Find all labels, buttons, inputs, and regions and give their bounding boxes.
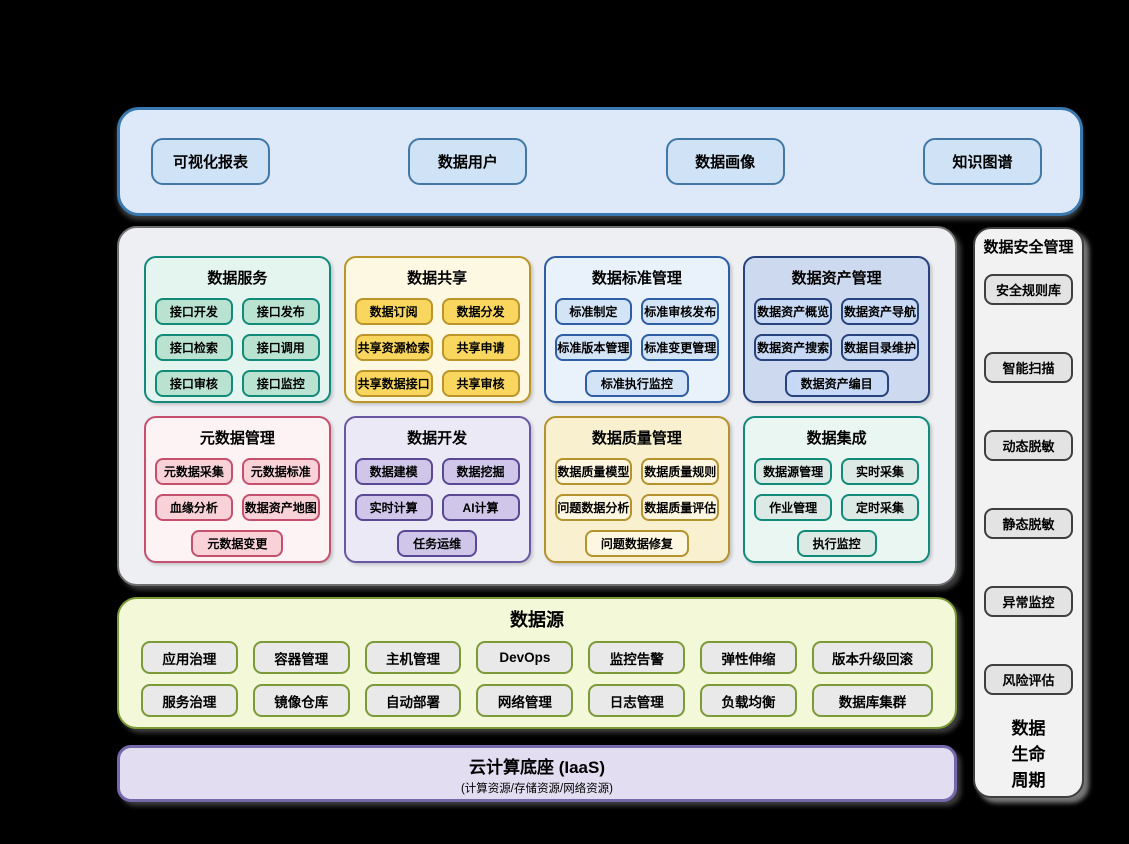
- datasource-button[interactable]: 网络管理: [476, 684, 574, 717]
- datasource-button[interactable]: 应用治理: [141, 641, 238, 674]
- datasource-button[interactable]: 自动部署: [364, 684, 462, 717]
- feature-button[interactable]: 数据质量评估: [641, 494, 720, 521]
- datasource-button[interactable]: 容器管理: [252, 641, 350, 674]
- feature-button[interactable]: 数据挖掘: [441, 458, 520, 485]
- data-user-button[interactable]: 数据用户: [408, 138, 528, 185]
- box-title: 数据资产管理: [791, 270, 882, 287]
- dynamic-masking-button[interactable]: 动态脱敏: [984, 430, 1073, 461]
- feature-button[interactable]: 数据资产导航: [841, 298, 919, 325]
- datasource-button[interactable]: DevOps: [476, 641, 574, 674]
- feature-button[interactable]: 数据资产搜索: [754, 334, 833, 361]
- box-data-service: 数据服务 接口开发 接口发布 接口检索 接口调用 接口审核 接口监控: [144, 256, 331, 403]
- datasource-button[interactable]: 镜像仓库: [252, 684, 350, 717]
- box-title: 元数据管理: [199, 430, 275, 447]
- application-layer: 可视化报表 数据用户 数据画像 知识图谱: [117, 107, 1083, 216]
- feature-button[interactable]: 数据资产编目: [784, 370, 889, 397]
- iaas-subtitle: (计算资源/存储资源/网络资源): [460, 783, 614, 795]
- datasource-layer: 数据源 应用治理 容器管理 主机管理 DevOps 监控告警 弹性伸缩 版本升级…: [117, 597, 957, 729]
- feature-button[interactable]: 标准审核发布: [641, 298, 720, 325]
- box-title: 数据标准管理: [591, 270, 682, 287]
- feature-button[interactable]: 数据资产地图: [241, 494, 320, 521]
- data-security-panel: 数据安全管理 安全规则库 智能扫描 动态脱敏 静态脱敏 异常监控 风险评估 数据…: [973, 227, 1084, 798]
- box-data-sharing: 数据共享 数据订阅 数据分发 共享资源检索 共享申请 共享数据接口 共享审核: [343, 256, 531, 403]
- feature-button[interactable]: 任务运维: [397, 530, 478, 557]
- feature-button[interactable]: 标准版本管理: [554, 334, 633, 361]
- risk-assessment-button[interactable]: 风险评估: [984, 664, 1073, 695]
- feature-button[interactable]: 执行监控: [796, 530, 877, 557]
- static-masking-button[interactable]: 静态脱敏: [984, 508, 1073, 539]
- knowledge-graph-button[interactable]: 知识图谱: [922, 138, 1042, 185]
- feature-button[interactable]: 数据分发: [441, 298, 520, 325]
- data-portrait-button[interactable]: 数据画像: [665, 138, 785, 185]
- box-data-quality-mgmt: 数据质量管理 数据质量模型 数据质量规则 问题数据分析 数据质量评估 问题数据修…: [543, 416, 731, 563]
- datasource-button[interactable]: 日志管理: [588, 684, 686, 717]
- feature-button[interactable]: 数据建模: [354, 458, 433, 485]
- feature-button[interactable]: 接口发布: [241, 298, 320, 325]
- datasource-button[interactable]: 负载均衡: [700, 684, 797, 717]
- data-lifecycle-label: 数据 生命 周期: [1011, 719, 1046, 790]
- box-metadata-mgmt: 元数据管理 元数据采集 元数据标准 血缘分析 数据资产地图 元数据变更: [144, 416, 331, 563]
- feature-button[interactable]: 接口监控: [241, 370, 320, 397]
- box-data-standard-mgmt: 数据标准管理 标准制定 标准审核发布 标准版本管理 标准变更管理 标准执行监控: [543, 256, 731, 403]
- feature-button[interactable]: 元数据标准: [241, 458, 320, 485]
- feature-button[interactable]: 数据目录维护: [841, 334, 919, 361]
- feature-button[interactable]: 接口检索: [155, 334, 233, 361]
- box-title: 数据开发: [407, 430, 468, 447]
- feature-button[interactable]: AI计算: [441, 494, 520, 521]
- feature-button[interactable]: 共享申请: [441, 334, 520, 361]
- box-data-integration: 数据集成 数据源管理 实时采集 作业管理 定时采集 执行监控: [743, 416, 930, 563]
- datasource-button[interactable]: 监控告警: [588, 641, 686, 674]
- anomaly-monitor-button[interactable]: 异常监控: [984, 586, 1073, 617]
- feature-button[interactable]: 定时采集: [841, 494, 919, 521]
- feature-button[interactable]: 数据资产概览: [754, 298, 833, 325]
- datasource-button[interactable]: 服务治理: [141, 684, 238, 717]
- datasource-button[interactable]: 主机管理: [364, 641, 462, 674]
- iaas-layer: 云计算底座 (IaaS) (计算资源/存储资源/网络资源): [117, 745, 957, 802]
- feature-button[interactable]: 数据订阅: [354, 298, 433, 325]
- feature-button[interactable]: 元数据采集: [155, 458, 233, 485]
- platform-layer: 数据服务 接口开发 接口发布 接口检索 接口调用 接口审核 接口监控 数据共享 …: [117, 226, 957, 586]
- feature-button[interactable]: 标准变更管理: [641, 334, 720, 361]
- visual-report-button[interactable]: 可视化报表: [151, 138, 270, 185]
- smart-scan-button[interactable]: 智能扫描: [984, 352, 1073, 383]
- feature-button[interactable]: 数据源管理: [754, 458, 833, 485]
- security-rule-library-button[interactable]: 安全规则库: [984, 274, 1073, 305]
- feature-button[interactable]: 血缘分析: [155, 494, 233, 521]
- feature-button[interactable]: 接口开发: [155, 298, 233, 325]
- feature-button[interactable]: 实时采集: [841, 458, 919, 485]
- feature-button[interactable]: 实时计算: [354, 494, 433, 521]
- box-data-asset-mgmt: 数据资产管理 数据资产概览 数据资产导航 数据资产搜索 数据目录维护 数据资产编…: [743, 256, 930, 403]
- datasource-button[interactable]: 数据库集群: [811, 684, 933, 717]
- feature-button[interactable]: 共享数据接口: [354, 370, 433, 397]
- datasource-button[interactable]: 弹性伸缩: [700, 641, 797, 674]
- datasource-title: 数据源: [510, 610, 564, 630]
- box-title: 数据集成: [806, 430, 867, 447]
- feature-button[interactable]: 标准执行监控: [584, 370, 689, 397]
- feature-button[interactable]: 标准制定: [554, 298, 633, 325]
- feature-button[interactable]: 元数据变更: [191, 530, 284, 557]
- feature-button[interactable]: 接口审核: [155, 370, 233, 397]
- security-panel-title: 数据安全管理: [983, 239, 1074, 256]
- feature-button[interactable]: 共享审核: [441, 370, 520, 397]
- feature-button[interactable]: 作业管理: [754, 494, 833, 521]
- datasource-button[interactable]: 版本升级回滚: [811, 641, 933, 674]
- box-title: 数据服务: [207, 270, 268, 287]
- box-data-development: 数据开发 数据建模 数据挖掘 实时计算 AI计算 任务运维: [343, 416, 531, 563]
- feature-button[interactable]: 共享资源检索: [354, 334, 433, 361]
- box-title: 数据质量管理: [591, 430, 682, 447]
- feature-button[interactable]: 数据质量规则: [641, 458, 720, 485]
- box-title: 数据共享: [407, 270, 468, 287]
- feature-button[interactable]: 接口调用: [241, 334, 320, 361]
- feature-button[interactable]: 数据质量模型: [554, 458, 633, 485]
- feature-button[interactable]: 问题数据修复: [584, 530, 689, 557]
- iaas-title: 云计算底座 (IaaS): [468, 758, 606, 777]
- feature-button[interactable]: 问题数据分析: [554, 494, 633, 521]
